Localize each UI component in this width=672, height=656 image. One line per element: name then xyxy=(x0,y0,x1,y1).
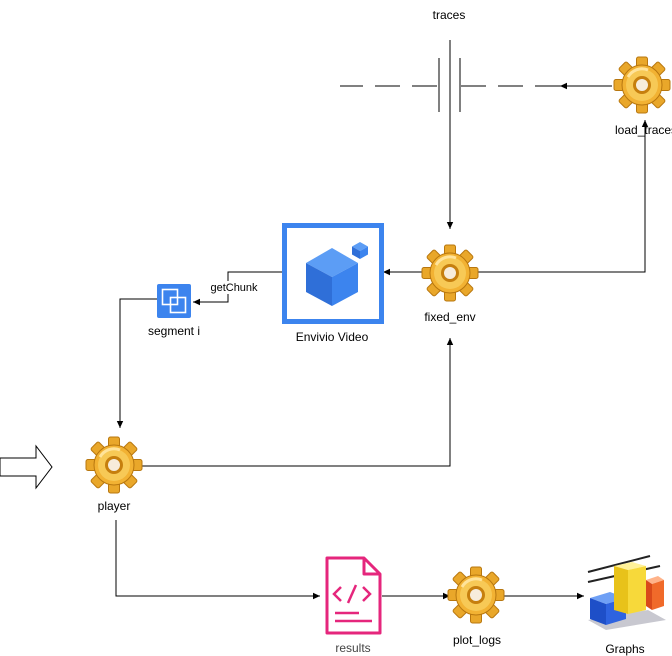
load-traces-node[interactable]: load_traces xyxy=(612,55,672,137)
gear-icon xyxy=(420,243,480,303)
envivio-label: Envivio Video xyxy=(296,330,369,344)
graphs-label: Graphs xyxy=(605,642,644,656)
code-file-icon xyxy=(325,556,382,635)
results-node[interactable]: results xyxy=(325,556,382,655)
get-chunk-label: getChunk xyxy=(210,282,258,294)
gear-icon xyxy=(446,565,506,625)
bar-chart-icon xyxy=(587,555,666,630)
block-arrow-icon xyxy=(0,444,53,490)
fixed-env-label: fixed_env xyxy=(424,310,475,324)
player-label: player xyxy=(98,499,131,513)
segment-icon xyxy=(157,284,191,318)
gear-icon xyxy=(84,435,144,495)
plot-logs-node[interactable]: plot_logs xyxy=(446,565,506,647)
cube-icon xyxy=(282,223,384,324)
connector-segment-to-player xyxy=(116,298,157,428)
segment-node[interactable]: segment i xyxy=(148,284,200,338)
connectors xyxy=(115,40,649,600)
graphs-node[interactable]: Graphs xyxy=(587,555,666,656)
traces-label: traces xyxy=(433,8,466,22)
envivio-video-node[interactable]: Envivio Video xyxy=(282,223,384,345)
connector-player-to-results xyxy=(115,520,320,600)
player-node[interactable]: player xyxy=(84,435,144,513)
load-traces-label: load_traces xyxy=(615,123,672,137)
plot-logs-label: plot_logs xyxy=(453,633,501,647)
results-label: results xyxy=(335,641,370,655)
segment-label: segment i xyxy=(148,324,200,338)
gear-icon xyxy=(612,55,672,115)
fixed-env-node[interactable]: fixed_env xyxy=(420,243,480,324)
capacitor-icon xyxy=(438,58,461,112)
connector-player-to-fixed-env xyxy=(142,338,454,467)
connector-fixed-env-to-load-traces xyxy=(478,120,649,273)
